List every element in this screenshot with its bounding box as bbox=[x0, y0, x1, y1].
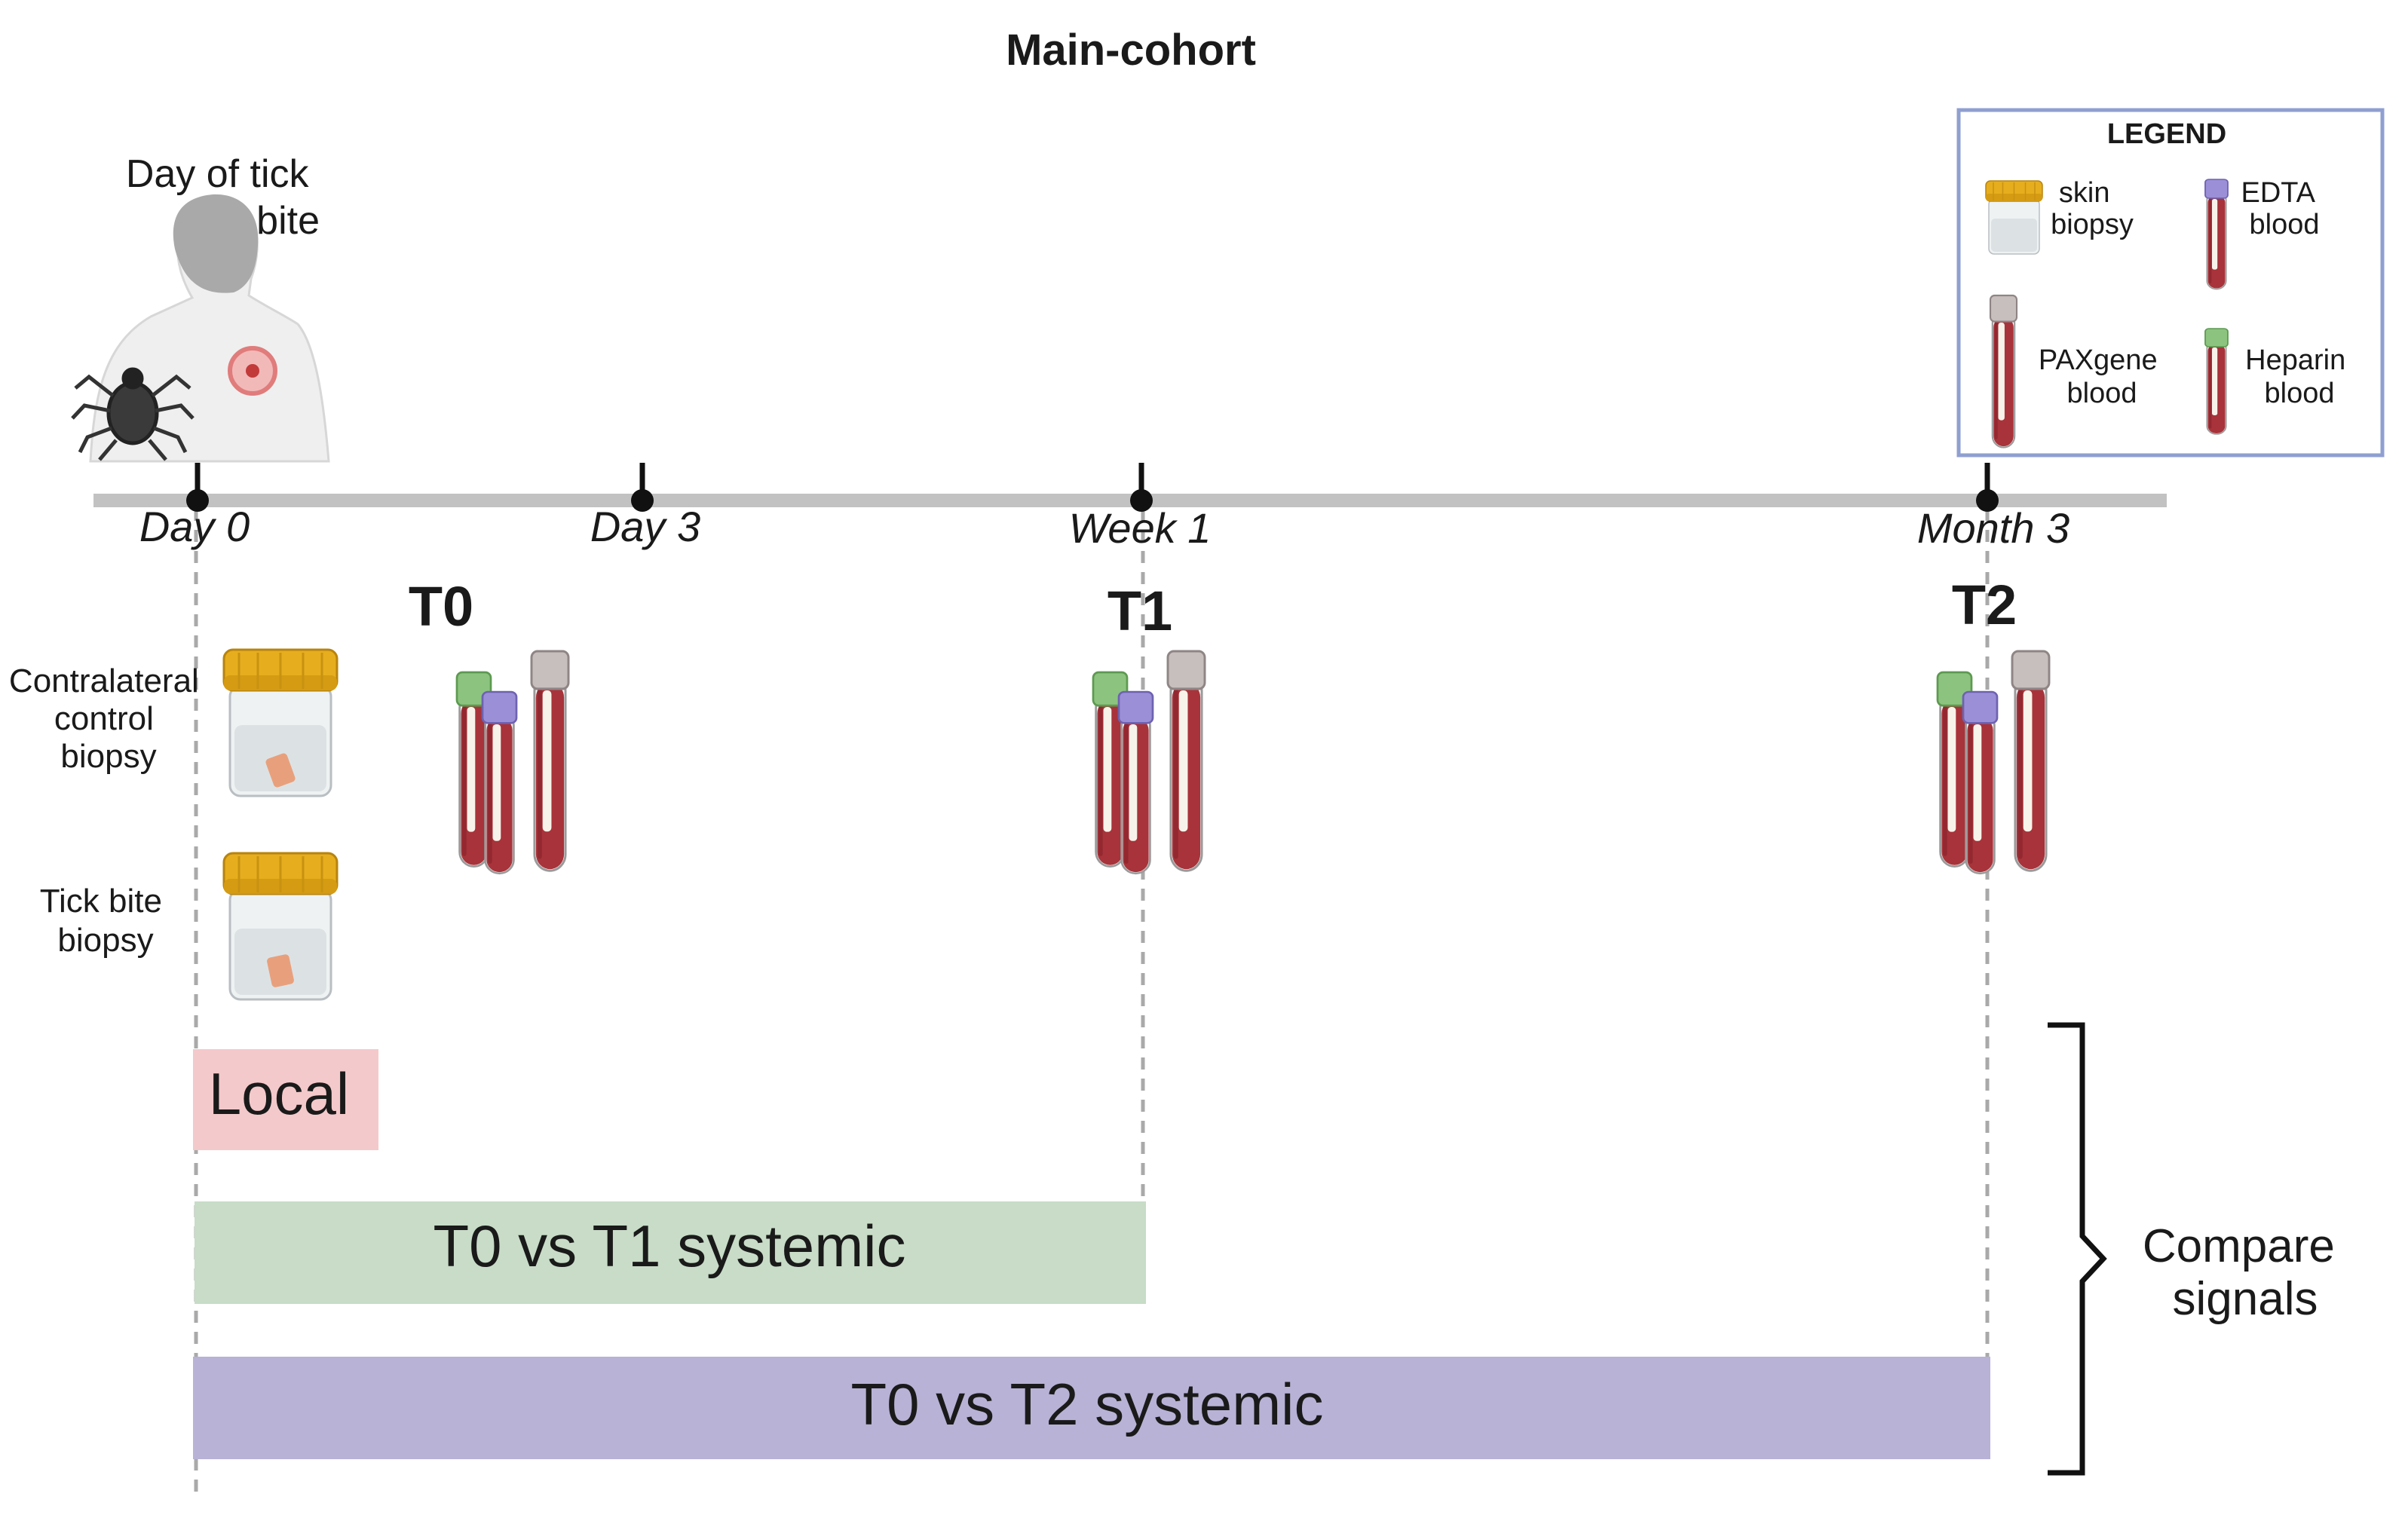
t2-blood-tubes bbox=[1936, 650, 2051, 875]
t2-paxgene-tube-icon bbox=[2011, 650, 2051, 872]
t1-blood-tubes bbox=[1092, 650, 1206, 875]
legend-edta-blood-label: EDTA blood bbox=[2241, 177, 2322, 240]
t0-vs-t1-comparison-label: T0 vs T1 systemic bbox=[433, 1213, 905, 1279]
timepoint-t2: T2 bbox=[1952, 574, 2017, 636]
timepoint-t0: T0 bbox=[409, 575, 473, 638]
local-comparison-label: Local bbox=[209, 1060, 349, 1127]
compare-brace bbox=[2048, 1022, 2107, 1476]
timeline-label-week1: Week 1 bbox=[1069, 504, 1212, 552]
t0-edta-tube-icon bbox=[481, 690, 518, 875]
t0-vs-t2-comparison-bar bbox=[193, 1357, 1990, 1459]
legend-edta-tube-icon bbox=[2204, 179, 2229, 290]
timeline-label-day0: Day 0 bbox=[139, 503, 250, 550]
t1-paxgene-tube-icon bbox=[1166, 650, 1206, 872]
legend-skin-biopsy-label: skin biopsy bbox=[2051, 177, 2134, 240]
tick-bite-biopsy-jar-icon bbox=[222, 852, 339, 1001]
legend-title: LEGEND bbox=[2107, 118, 2226, 150]
timeline-label-month3: Month 3 bbox=[1917, 504, 2069, 552]
tick-bite-biopsy-label: Tick bite biopsy bbox=[40, 883, 171, 959]
timepoint-t1: T1 bbox=[1107, 580, 1172, 642]
t0-vs-t1-comparison-bar bbox=[195, 1201, 1146, 1304]
t1-edta-tube-icon bbox=[1117, 690, 1154, 875]
timeline-tick-day0 bbox=[186, 463, 209, 512]
legend-paxgene-blood-label: PAXgene blood bbox=[2039, 344, 2165, 409]
legend-paxgene-tube-icon bbox=[1989, 294, 2018, 448]
legend-heparin-blood-label: Heparin blood bbox=[2245, 344, 2354, 409]
tick-bite-day-label: Day of tick bite bbox=[126, 152, 320, 243]
time-guides bbox=[194, 509, 1990, 1496]
legend-skin-biopsy-icon bbox=[1985, 180, 2043, 255]
timeline-label-day3: Day 3 bbox=[590, 503, 700, 550]
legend-heparin-tube-icon bbox=[2204, 328, 2229, 435]
contralateral-biopsy-label: Contralateral control biopsy bbox=[9, 663, 208, 775]
t0-vs-t2-comparison-label: T0 vs T2 systemic bbox=[850, 1371, 1323, 1437]
t2-edta-tube-icon bbox=[1962, 690, 1999, 875]
t0-paxgene-tube-icon bbox=[530, 650, 570, 872]
diagram-title: Main-cohort bbox=[1006, 26, 1256, 75]
legend: LEGEND skin biopsy EDTA blood PAXgene bl… bbox=[1956, 108, 2385, 458]
compare-signals-label: Compare signals bbox=[2143, 1220, 2348, 1325]
contralateral-biopsy-jar-icon bbox=[222, 648, 339, 797]
t0-blood-tubes bbox=[455, 650, 570, 875]
timeline-tick-month3 bbox=[1976, 463, 1999, 512]
tick-icon bbox=[71, 367, 195, 461]
timeline-tick-day3 bbox=[631, 463, 654, 512]
local-comparison-bar bbox=[193, 1049, 378, 1150]
timeline-tick-week1 bbox=[1130, 463, 1153, 512]
